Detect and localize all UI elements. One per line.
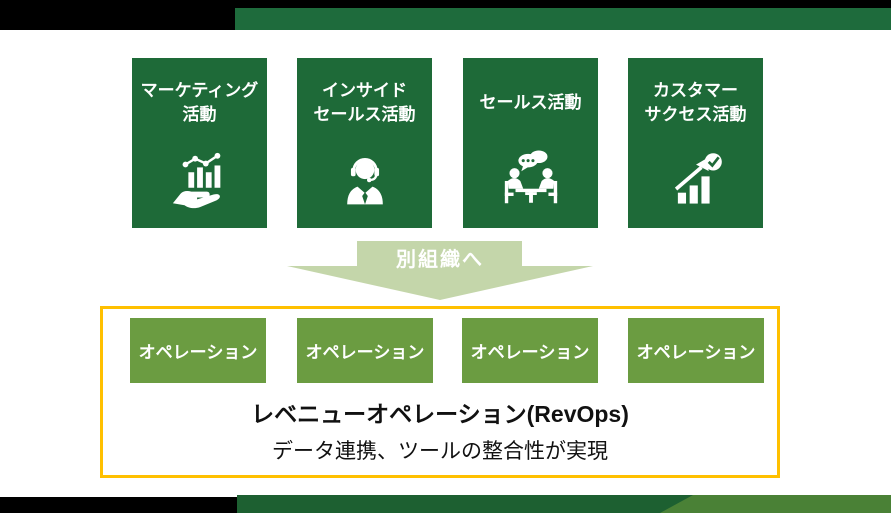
headset-agent-icon (297, 148, 432, 212)
growth-chart-check-icon (628, 148, 763, 212)
label-line: セールス活動 (313, 105, 416, 124)
activity-box-marketing: マーケティング 活動 (132, 58, 267, 228)
activity-box-label: カスタマー サクセス活動 (628, 79, 763, 127)
revops-panel: オペレーション オペレーション オペレーション オペレーション レベニューオペレ… (100, 306, 780, 478)
activity-box-sales: セールス活動 (463, 58, 598, 228)
label-line: カスタマー (653, 81, 738, 100)
activity-box-inside-sales: インサイド セールス活動 (297, 58, 432, 228)
operation-box: オペレーション (462, 318, 598, 383)
operation-box-label: オペレーション (305, 343, 425, 362)
revops-subtitle: データ連携、ツールの整合性が実現 (272, 440, 608, 463)
label-line: インサイド (322, 81, 407, 100)
activity-box-label: マーケティング 活動 (132, 79, 267, 127)
flow-arrow-label: 別組織へ (396, 249, 484, 271)
down-arrow-shape (287, 241, 593, 300)
label-line: マーケティング (140, 81, 259, 100)
activity-box-label: セールス活動 (463, 91, 598, 115)
operation-box-label: オペレーション (470, 343, 590, 362)
activity-box-label: インサイド セールス活動 (297, 79, 432, 127)
operation-box-label: オペレーション (636, 343, 756, 362)
top-green-accent-band (235, 8, 891, 30)
operation-box: オペレーション (297, 318, 433, 383)
operation-box: オペレーション (130, 318, 266, 383)
operation-box-label: オペレーション (138, 343, 258, 362)
label-line: 活動 (182, 105, 217, 124)
activity-box-customer-success: カスタマー サクセス活動 (628, 58, 763, 228)
label-line: サクセス活動 (644, 105, 747, 124)
hand-holding-chart-icon (132, 148, 267, 212)
meeting-discussion-icon (463, 148, 598, 212)
revops-title: レベニューオペレーション(RevOps) (251, 401, 629, 427)
bottom-strip (0, 495, 891, 513)
bottom-strip-black-segment (0, 497, 237, 513)
bottom-strip-light-green-segment (660, 495, 891, 513)
operation-box: オペレーション (628, 318, 764, 383)
label-line: セールス活動 (479, 93, 582, 112)
